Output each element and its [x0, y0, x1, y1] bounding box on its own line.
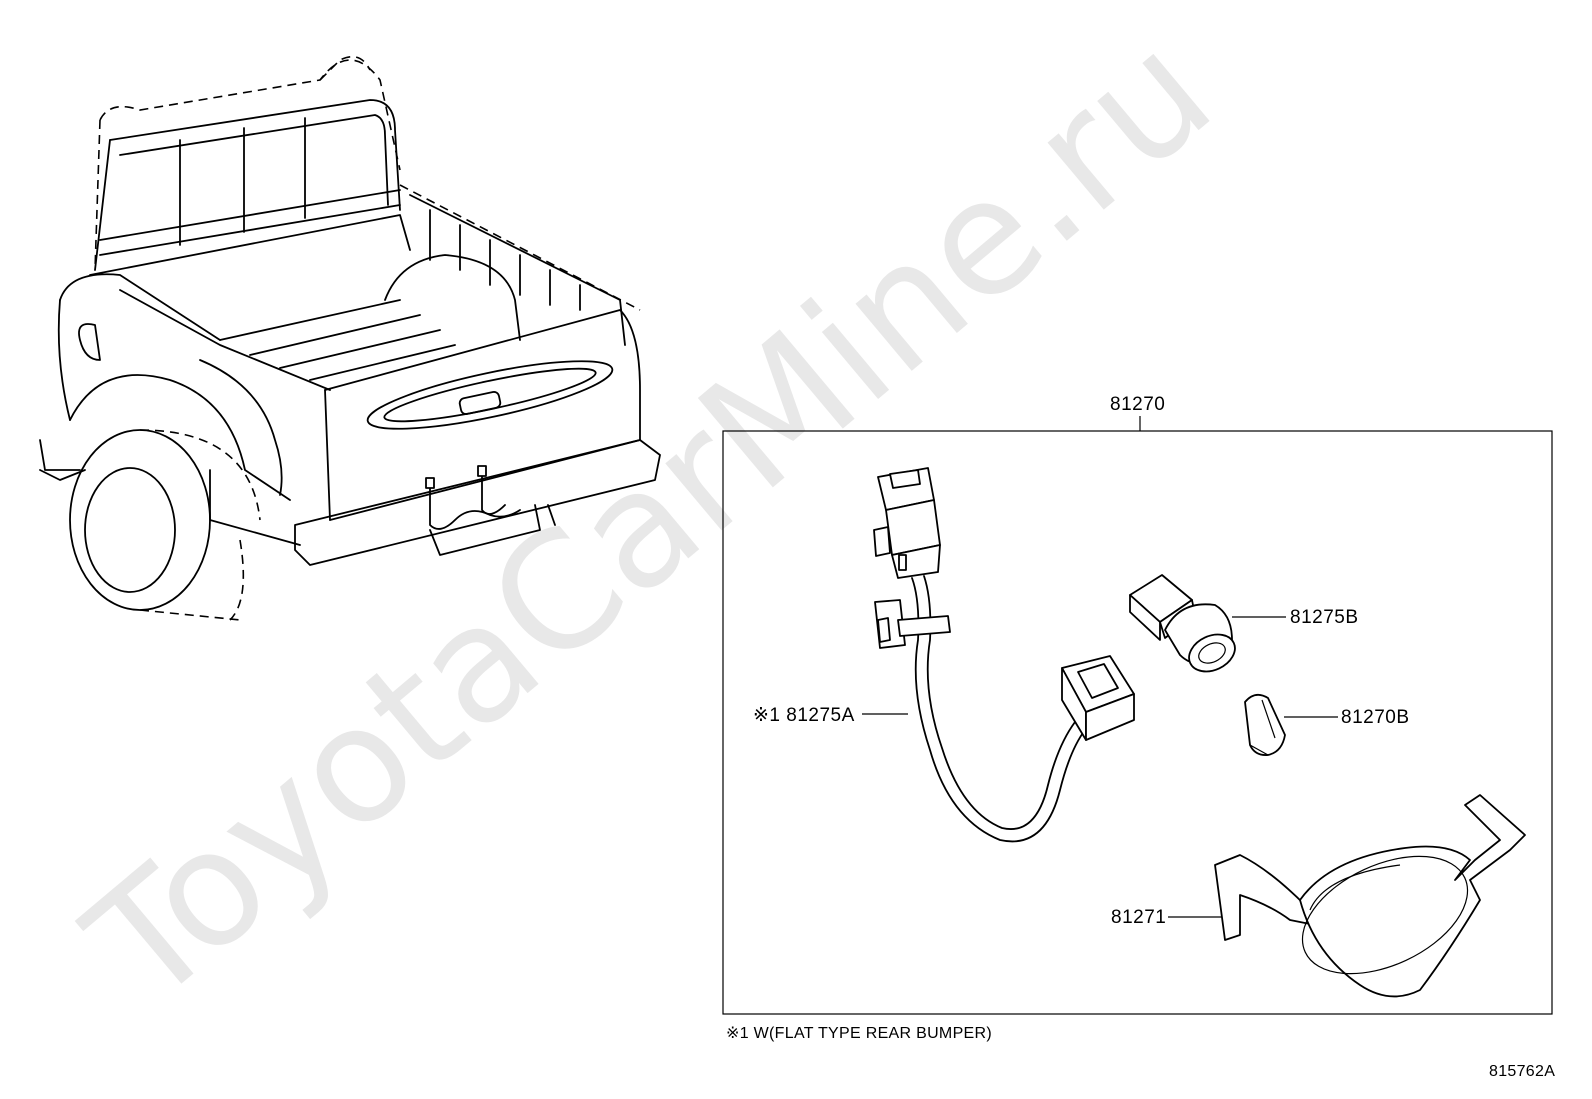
part-label-81271: 81271	[1111, 907, 1166, 928]
part-label-81275A: ※1 81275A	[753, 705, 855, 726]
assembly-box	[722, 430, 1553, 1015]
pickup-truck-illustration	[39, 55, 661, 621]
part-81275B-socket	[1129, 574, 1236, 673]
part-81271-lamp-lens	[1214, 794, 1526, 998]
part-81275A-wire-harness	[873, 467, 1135, 843]
assembly-81270: 81270	[722, 394, 1553, 1015]
part-label-81270B: 81270B	[1341, 707, 1410, 728]
part-label-81275B: 81275B	[1290, 607, 1359, 628]
footnote: ※1 W(FLAT TYPE REAR BUMPER)	[726, 1025, 992, 1042]
assembly-label-81270: 81270	[1110, 394, 1165, 415]
diagram-code: 815762A	[1489, 1063, 1555, 1080]
part-81270B-bulb	[1244, 693, 1286, 756]
watermark-text: ToyotaCarMine.ru	[53, 0, 1245, 1040]
